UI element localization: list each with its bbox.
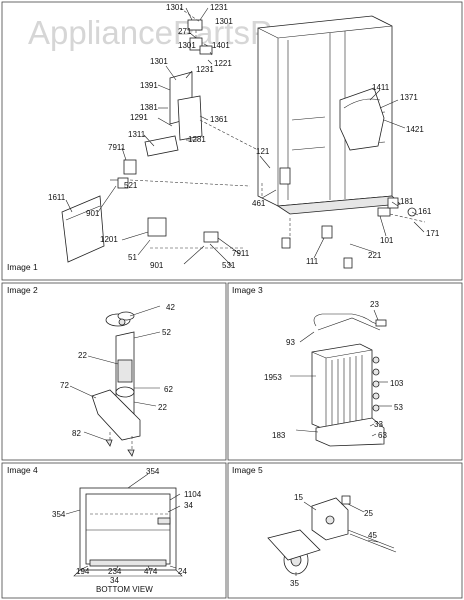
callout-521: 521 xyxy=(124,181,138,190)
callout-1291: 1291 xyxy=(130,113,148,122)
callout-1391: 1391 xyxy=(140,81,158,90)
callout-103: 103 xyxy=(390,379,404,388)
callout-42: 42 xyxy=(166,303,175,312)
callout-461: 461 xyxy=(252,199,266,208)
callout-1361: 1361 xyxy=(210,115,228,124)
callout-1301-d: 1301 xyxy=(150,57,168,66)
toe-grille xyxy=(61,195,105,263)
callout-531: 531 xyxy=(222,261,236,270)
callout-111: 111 xyxy=(306,257,319,266)
callout-161: 161 xyxy=(418,207,432,216)
callout-1201: 1201 xyxy=(100,235,118,244)
callout-121: 121 xyxy=(256,147,270,156)
damper-assembly xyxy=(267,495,397,575)
image3-frame xyxy=(227,282,463,461)
callout-354-b: 354 xyxy=(52,510,66,519)
image1-callouts: 1301 1231 271 1301 1401 1301 1221 1301 1… xyxy=(48,3,440,270)
callout-93: 93 xyxy=(286,338,295,347)
callout-25: 25 xyxy=(364,509,373,518)
callout-1301-a: 1301 xyxy=(166,3,184,12)
callout-34-b: 34 xyxy=(110,576,119,585)
callout-271: 271 xyxy=(178,27,192,36)
callout-194: 194 xyxy=(76,567,90,576)
callout-901-a: 901 xyxy=(86,209,100,218)
image3-callouts: 23 93 1953 103 53 183 33 63 xyxy=(264,300,404,440)
callout-15: 15 xyxy=(294,493,303,502)
callout-183: 183 xyxy=(272,431,286,440)
image2-callouts: 42 52 22 62 72 22 82 xyxy=(60,303,175,438)
control-cover xyxy=(339,87,385,151)
callout-901-b: 901 xyxy=(150,261,164,270)
callout-181: 181 xyxy=(400,197,414,206)
callout-474: 474 xyxy=(144,567,158,576)
image3-title: Image 3 xyxy=(232,285,263,295)
evaporator-assembly xyxy=(311,313,387,447)
image4-callouts: 354 1104 34 354 194 234 474 24 34 BOTTOM… xyxy=(52,467,202,594)
callout-45: 45 xyxy=(368,531,377,540)
callout-1401: 1401 xyxy=(212,41,230,50)
callout-63: 63 xyxy=(378,431,387,440)
callout-82: 82 xyxy=(72,429,81,438)
cabinet-drawing xyxy=(257,15,401,215)
callout-72: 72 xyxy=(60,381,69,390)
callout-101: 101 xyxy=(380,236,394,245)
image4-leader-lines xyxy=(65,473,181,571)
callout-35: 35 xyxy=(290,579,299,588)
image2-leader-lines xyxy=(69,305,161,441)
callout-23: 23 xyxy=(370,300,379,309)
callout-1301-c: 1301 xyxy=(178,41,196,50)
callout-24: 24 xyxy=(178,567,187,576)
callout-221: 221 xyxy=(368,251,382,260)
callout-1231-a: 1231 xyxy=(210,3,228,12)
callout-1231-b: 1231 xyxy=(196,65,214,74)
callout-1953: 1953 xyxy=(264,373,282,382)
callout-34-a: 34 xyxy=(184,501,193,510)
image1-frame xyxy=(1,1,463,281)
callout-1281: 1281 xyxy=(188,135,206,144)
bottom-view-caption: BOTTOM VIEW xyxy=(96,585,153,594)
image4-frame xyxy=(1,462,227,599)
callout-1104: 1104 xyxy=(184,490,202,499)
image5-title: Image 5 xyxy=(232,465,263,475)
callout-171: 171 xyxy=(426,229,440,238)
callout-53: 53 xyxy=(394,403,403,412)
image5-callouts: 15 25 45 35 xyxy=(290,493,377,588)
callout-1371: 1371 xyxy=(400,93,418,102)
callout-354-a: 354 xyxy=(146,467,160,476)
image5-frame xyxy=(227,462,463,599)
image2-frame xyxy=(1,282,227,461)
image3-leader-lines xyxy=(290,309,392,437)
callout-1611: 1611 xyxy=(48,193,66,202)
bottom-view-drawing xyxy=(73,487,183,577)
callout-22-b: 22 xyxy=(158,403,167,412)
callout-1311: 1311 xyxy=(128,130,146,139)
callout-234: 234 xyxy=(108,567,122,576)
callout-1221: 1221 xyxy=(214,59,232,68)
callout-51: 51 xyxy=(128,253,137,262)
callout-52: 52 xyxy=(162,328,171,337)
callout-1411: 1411 xyxy=(372,83,390,92)
image5-leader-lines xyxy=(295,501,379,576)
fan-motor-assembly xyxy=(91,311,141,457)
image1-title: Image 1 xyxy=(7,262,38,272)
image1-leader-lines xyxy=(65,7,425,267)
evaporator-cover-parts xyxy=(117,71,259,189)
callout-7911-b: 7911 xyxy=(232,249,250,258)
callout-1301-b: 1301 xyxy=(215,17,233,26)
callout-62: 62 xyxy=(164,385,173,394)
image2-title: Image 2 xyxy=(7,285,38,295)
callout-1421: 1421 xyxy=(406,125,424,134)
image4-title: Image 4 xyxy=(7,465,38,475)
callout-1381: 1381 xyxy=(140,103,158,112)
callout-33: 33 xyxy=(374,420,383,429)
callout-22-a: 22 xyxy=(78,351,87,360)
callout-7911-a: 7911 xyxy=(108,143,126,152)
